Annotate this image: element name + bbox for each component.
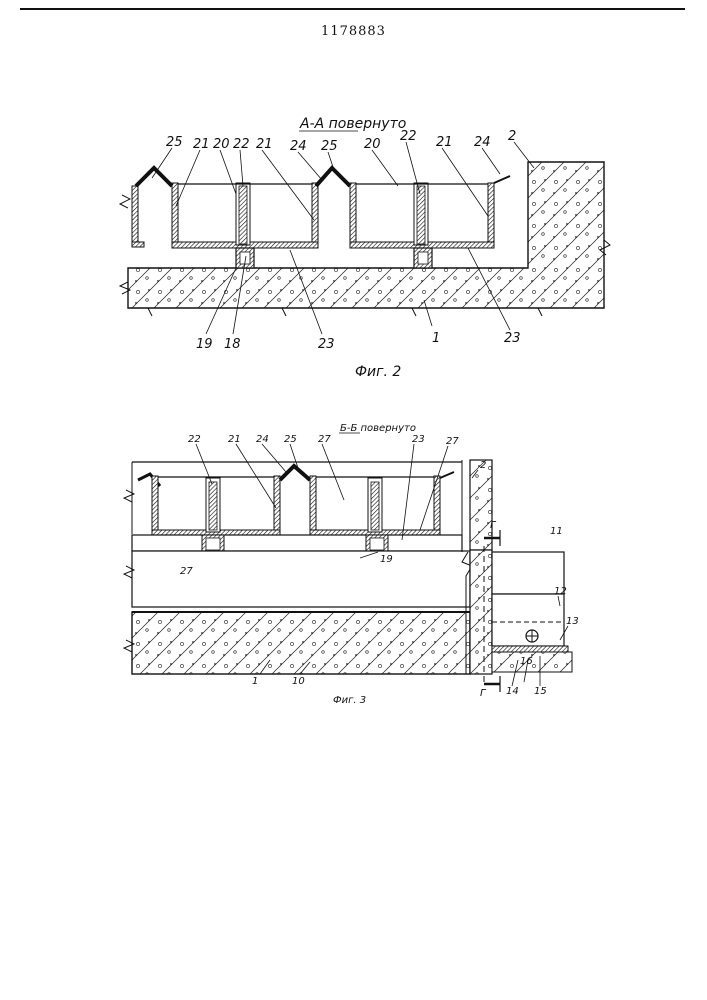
fig3-label-27c: 27 — [180, 566, 193, 577]
fig2-label-18: 18 — [224, 337, 241, 352]
fig3-label-1: 1 — [252, 676, 258, 687]
fig3-label-27b: 27 — [446, 436, 459, 447]
fig3-label-25: 25 — [284, 434, 297, 445]
fig2-label-23a: 23 — [318, 337, 335, 352]
fig3-label-G-top: Г — [490, 520, 497, 531]
fig2-label-21a: 21 — [193, 137, 210, 152]
fig2-caption: Фиг. 2 — [355, 364, 401, 380]
fig2-section-title: А-А повернуто — [299, 116, 406, 132]
fig2-label-25a: 25 — [166, 135, 183, 150]
fig2-left-partial-box — [120, 186, 144, 247]
fig3-label-15: 15 — [534, 686, 547, 697]
fig3-slab-27 — [132, 535, 462, 553]
fig2-box-module-2 — [350, 176, 510, 268]
fig2-label-2: 2 — [508, 129, 516, 144]
fig3-label-21: 21 — [228, 434, 241, 445]
fig3-caption: Фиг. 3 — [333, 695, 366, 706]
fig2-label-24a: 24 — [290, 139, 307, 154]
fig3-label-12: 12 — [554, 586, 567, 597]
fig3-label-24: 24 — [256, 434, 269, 445]
fig3-label-27a: 27 — [318, 434, 331, 445]
fig3-label-13: 13 — [566, 616, 579, 627]
fig3-label-G-bottom: Г — [480, 688, 487, 699]
fig3-box-module-1 — [138, 474, 280, 535]
fig3-wall-2 — [470, 460, 492, 674]
fig2-label-1: 1 — [432, 331, 440, 346]
fig2-gable-cap-right — [316, 168, 350, 186]
fig3-label-10: 10 — [292, 676, 305, 687]
fig3-label-23: 23 — [412, 434, 425, 445]
fig2-label-23b: 23 — [504, 331, 521, 346]
fig3-channel-body — [124, 551, 470, 607]
fig2-label-24b: 24 — [474, 135, 491, 150]
fig3-foundation-slab — [124, 612, 470, 674]
fig3-label-14: 14 — [506, 686, 519, 697]
fig2-label-21c: 21 — [436, 135, 453, 150]
figure-3: Б-Б повернуто — [124, 423, 579, 706]
fig3-box-module-2 — [310, 472, 454, 535]
fig3-label-16: 16 — [520, 656, 533, 667]
fig3-gable-cap — [280, 466, 310, 480]
fig3-label-11: 11 — [550, 526, 563, 537]
fig2-foundation-slab — [120, 162, 610, 316]
fig3-tank — [492, 552, 572, 672]
fig2-label-19: 19 — [196, 337, 213, 352]
fig2-label-20a: 20 — [213, 137, 230, 152]
fig3-label-22: 22 — [188, 434, 201, 445]
fig3-section-title: Б-Б повернуто — [340, 423, 416, 434]
fig2-label-22b: 22 — [400, 129, 417, 144]
figure-2: А-А повернуто — [120, 116, 610, 380]
fig2-label-25b: 25 — [321, 139, 338, 154]
fig3-label-19: 19 — [380, 554, 393, 565]
fig2-label-22a: 22 — [233, 137, 250, 152]
fig2-label-21b: 21 — [256, 137, 273, 152]
fig2-gable-cap-left — [136, 168, 172, 186]
fig2-label-20b: 20 — [364, 137, 381, 152]
fig3-label-2: 2 — [480, 460, 486, 471]
